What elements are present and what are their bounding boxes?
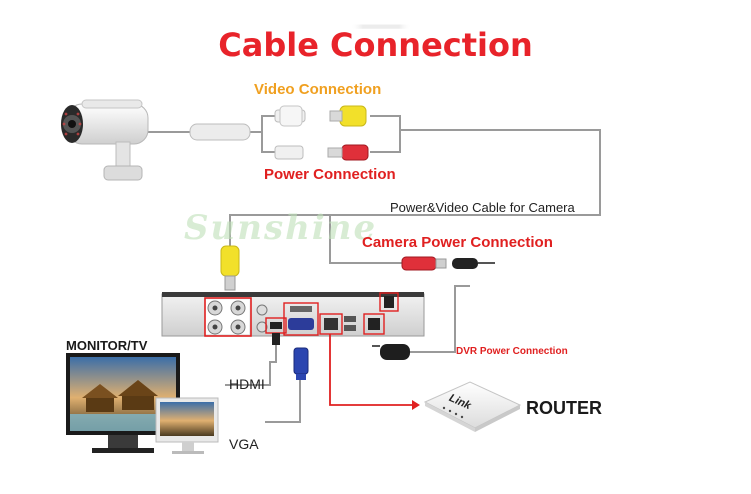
dc-red-connector [327,144,369,161]
video-female-connector [274,105,306,127]
rca-to-dvr-connector [220,245,240,291]
cable-splitter [189,123,251,141]
camera-power-connection-label: Camera Power Connection [362,234,553,251]
monitor-tv-label: MONITOR/TV [66,338,148,353]
dvr-power-connection-label: DVR Power Connection [456,346,568,357]
monitor-small-icon [155,397,219,454]
router-label: ROUTER [526,398,602,418]
rca-yellow-connector [329,105,367,127]
title-banner [350,24,412,29]
cable-lines [148,115,601,423]
power-female-connector [274,145,304,160]
video-connection-label: Video Connection [254,81,382,98]
hdmi-label: HDMI [229,376,265,392]
lan-cable [329,334,412,406]
camera-power-connector [401,256,495,271]
vga-label: VGA [229,436,259,452]
power-connection-label: Power Connection [264,166,396,183]
camera-icon [61,99,149,181]
router-icon [423,381,522,432]
page-title: Cable Connection [218,26,533,64]
watermark: Sunshine [184,208,378,248]
dvr-recorder [161,292,425,337]
monitor-tv-icon [66,353,180,453]
hdmi-plug [272,333,280,345]
vga-plug [293,347,309,380]
power-video-cable-label: Power&Video Cable for Camera [390,200,575,215]
dvr-power-plug [372,344,410,360]
